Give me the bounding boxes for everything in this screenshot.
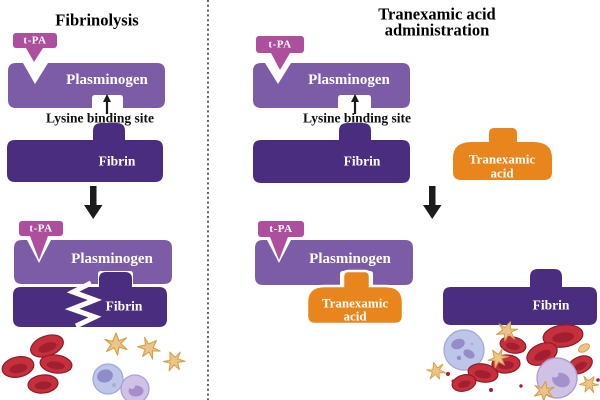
tpa-tag (256, 36, 304, 53)
tpa-tag (13, 33, 57, 48)
tpa-tag-pointer-icon (271, 53, 290, 70)
tpa-tag-pointer-icon (26, 48, 43, 62)
fibrin-label: Fibrin (344, 154, 381, 169)
red-dot-icon (451, 379, 455, 383)
lysine-site-arrow-icon (103, 94, 111, 102)
wbc-icon (120, 374, 150, 400)
plasminogen-shape (253, 63, 410, 108)
right-blocked-complex: t-PA Plasminogen Tranexamic acid (255, 221, 413, 326)
fibrin-shape (253, 123, 410, 183)
tpa-label: t-PA (29, 223, 52, 235)
plasminogen-shape (8, 63, 165, 108)
platelet-icon (426, 362, 447, 380)
platelet-icon (104, 332, 128, 356)
platelet-icon (487, 348, 509, 369)
down-arrow-shaft (429, 186, 436, 206)
red-dot-icon (596, 378, 600, 382)
lysine-binding-site-label: Lysine binding site (303, 111, 411, 126)
red-dot-icon (489, 388, 493, 392)
platelet-icon (533, 380, 555, 400)
rbc-icon (30, 334, 64, 358)
right-cell-cluster (426, 321, 600, 400)
tranexamic-acid-label-line1: Tranexamic (469, 152, 535, 167)
fibrin-cleavage-zigzag-icon (64, 280, 103, 329)
tranexamic-acid-label-line1: Tranexamic (322, 296, 388, 311)
platelet-icon (578, 375, 600, 394)
tpa-tag (258, 221, 304, 237)
tpa-label: t-PA (268, 39, 291, 51)
left-panel: Fibrinolysis t-PA Plasminogen Lysine bin… (1, 11, 186, 400)
fibrin-shape (7, 123, 163, 182)
fibrin-label: Fibrin (99, 154, 136, 169)
rbc-icon (27, 374, 59, 394)
rbc-icon (542, 324, 584, 348)
lysine-site-arrow-icon (351, 94, 359, 102)
right-panel: Tranexamic acid administration t-PA Plas… (253, 5, 600, 400)
rbc-icon (1, 356, 35, 378)
wbc-icon (443, 329, 485, 371)
down-arrow-shaft (90, 186, 97, 206)
rbc-icon (467, 363, 499, 383)
rbc-icon (39, 354, 73, 374)
tranexamic-acid-label-line2: acid (343, 309, 367, 324)
rbc-icon (451, 374, 477, 392)
red-dot-icon (446, 372, 450, 376)
wbc-icon (536, 357, 578, 399)
tranexamic-acid-shape (305, 269, 405, 326)
down-arrow-head (423, 205, 442, 219)
tranexamic-acid-free: Tranexamic acid (453, 128, 552, 181)
right-unbound-complex: t-PA Plasminogen Lysine binding site Fib… (253, 36, 411, 183)
tpa-label: t-PA (23, 35, 46, 47)
plasminogen-label: Plasminogen (66, 72, 148, 88)
plasminogen-shape (14, 240, 172, 284)
red-dot-icon (519, 384, 523, 388)
tranexamic-acid-shape (453, 128, 552, 180)
right-intact-fibrin: Fibrin (443, 269, 597, 325)
fibrin-label: Fibrin (106, 299, 143, 314)
right-panel-title-line1: Tranexamic acid (378, 5, 495, 24)
left-cell-cluster (1, 332, 186, 400)
platelet-icon (496, 321, 519, 342)
platelet-icon (162, 351, 186, 372)
wbc-icon (92, 363, 124, 395)
plasminogen-label: Plasminogen (309, 251, 391, 267)
tpa-label: t-PA (269, 223, 292, 235)
left-panel-title: Fibrinolysis (55, 11, 139, 30)
plasminogen-label: Plasminogen (71, 251, 153, 267)
left-unbound-complex: t-PA Plasminogen Lysine binding site Fib… (7, 33, 165, 182)
right-down-arrow-icon (423, 186, 442, 219)
tpa-tag (19, 221, 63, 236)
left-bound-complex: t-PA Plasminogen Fibrin (13, 221, 172, 329)
right-panel-title-line2: administration (385, 21, 490, 40)
down-arrow-head (84, 205, 103, 219)
plasminogen-label: Plasminogen (308, 72, 390, 88)
platelet-fragment-icon (578, 343, 590, 353)
rbc-icon (499, 336, 527, 354)
fibrin-shape (443, 269, 597, 325)
left-down-arrow-icon (84, 186, 103, 219)
tpa-tag-pointer-icon (270, 237, 288, 260)
lysine-binding-site-label: Lysine binding site (46, 111, 154, 126)
tranexamic-acid-label-line2: acid (490, 166, 514, 181)
platelet-icon (137, 337, 161, 360)
plasminogen-shape (255, 240, 413, 285)
fibrin-label: Fibrin (533, 298, 570, 313)
tpa-tag-pointer-icon (30, 236, 48, 260)
